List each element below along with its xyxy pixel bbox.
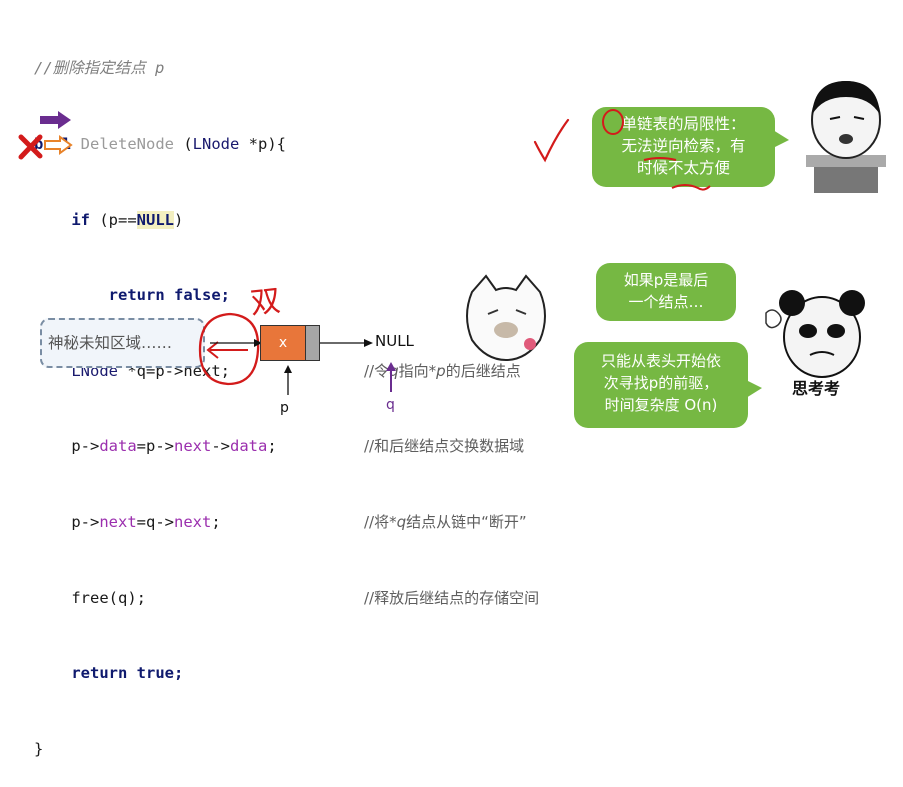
- pointer-arrow-icon: [210, 339, 262, 347]
- comment-unlink: //将*q结点从链中“断开”: [364, 512, 527, 531]
- code-line-if: if (p==NULL): [71, 210, 184, 229]
- p-pointer-arrow-icon: [284, 365, 292, 395]
- mystery-area-box: 神秘未知区域……: [40, 318, 205, 368]
- panda-thinking-icon: [765, 290, 865, 378]
- code-line-unlink: p->next=q->next; //将*q结点从链中“断开”: [34, 510, 526, 535]
- node-next-field: [306, 325, 320, 361]
- speech-bubble-from-head: 只能从表头开始依 次寻找p的前驱， 时间复杂度 O(n): [574, 342, 748, 428]
- red-x-mark-icon: [18, 134, 43, 160]
- pointer-q-label: q: [386, 397, 395, 413]
- node-data-field: x: [260, 325, 306, 361]
- code-line-close: }: [34, 739, 44, 758]
- code-line-title: //删除指定结点 p: [34, 59, 165, 78]
- code-line-return-false: return false;: [108, 286, 231, 305]
- null-label: NULL: [375, 332, 414, 350]
- linked-list-node: x: [260, 325, 320, 361]
- cartoon-face-icon: [806, 81, 886, 193]
- pointer-p-label: p: [280, 400, 289, 416]
- comment-swap-data: //和后继结点交换数据域: [364, 437, 525, 456]
- code-line-free: free(q); //释放后继结点的存储空间: [34, 586, 539, 611]
- code-line-return-true: return true;: [71, 664, 184, 683]
- q-pointer-arrow-icon: [386, 362, 396, 392]
- comment-free: //释放后继结点的存储空间: [364, 588, 540, 607]
- code-line-swap-data: p->data=p->next->data; //和后继结点交换数据域: [34, 434, 524, 459]
- red-circle-annotation: [198, 312, 260, 386]
- bubble-tail-icon: [746, 380, 762, 398]
- red-annotation-marks: [602, 109, 711, 191]
- cat-face-icon: [466, 274, 546, 362]
- orange-arrow-icon: [44, 135, 73, 155]
- speech-bubble-last-node: 如果p是最后 一个结点…: [596, 263, 736, 321]
- next-arrow-icon: [320, 339, 373, 347]
- bubble-tail-icon: [773, 130, 789, 148]
- red-checkmark-icon: [533, 118, 570, 163]
- purple-arrow-icon: [40, 111, 71, 129]
- sticker-caption: 思考考: [792, 379, 841, 398]
